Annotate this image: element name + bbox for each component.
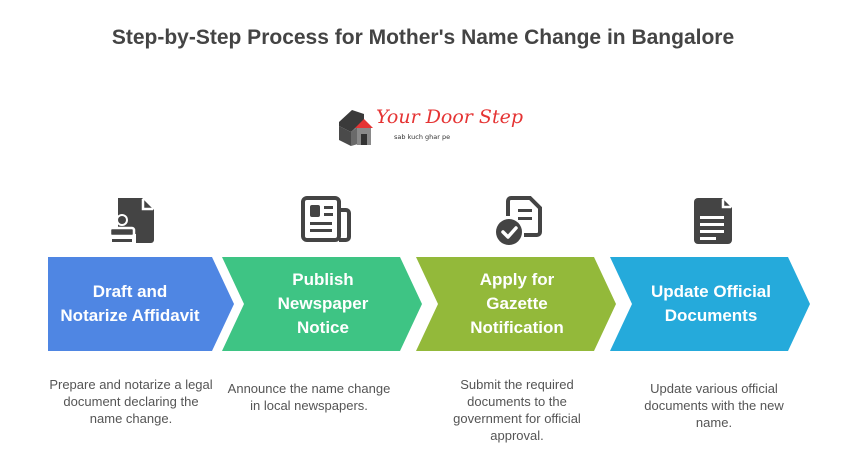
brand-logo: Your Door Step sab kuch ghar pe: [336, 104, 523, 150]
page-title: Step-by-Step Process for Mother's Name C…: [111, 26, 735, 49]
step-1-chevron: Draft and Notarize Affidavit: [48, 257, 234, 351]
logo-tagline: sab kuch ghar pe: [394, 133, 451, 141]
step-2-label: Publish Newspaper Notice: [277, 270, 369, 337]
stamp-document-icon: [108, 198, 154, 243]
step-3-description: Submit the required documents to the gov…: [453, 377, 581, 443]
step-4-chevron: Update Official Documents: [610, 257, 810, 351]
step-3-label: Apply for Gazette Notification: [470, 270, 564, 337]
step-3-chevron: Apply for Gazette Notification: [416, 257, 616, 351]
step-4-description: Update various official documents with t…: [644, 381, 784, 430]
step-1-description: Prepare and notarize a legal document de…: [49, 377, 213, 426]
file-text-icon: [694, 198, 732, 244]
house-logo-icon: [339, 110, 373, 146]
step-1-label: Draft and Notarize Affidavit: [60, 282, 200, 325]
step-2-description: Announce the name change in local newspa…: [227, 381, 391, 413]
newspaper-icon: [301, 196, 351, 242]
step-2-chevron: Publish Newspaper Notice: [222, 257, 422, 351]
document-check-icon: [496, 196, 542, 245]
logo-text: Your Door Step: [376, 106, 523, 128]
step-4-label: Update Official Documents: [651, 282, 771, 325]
